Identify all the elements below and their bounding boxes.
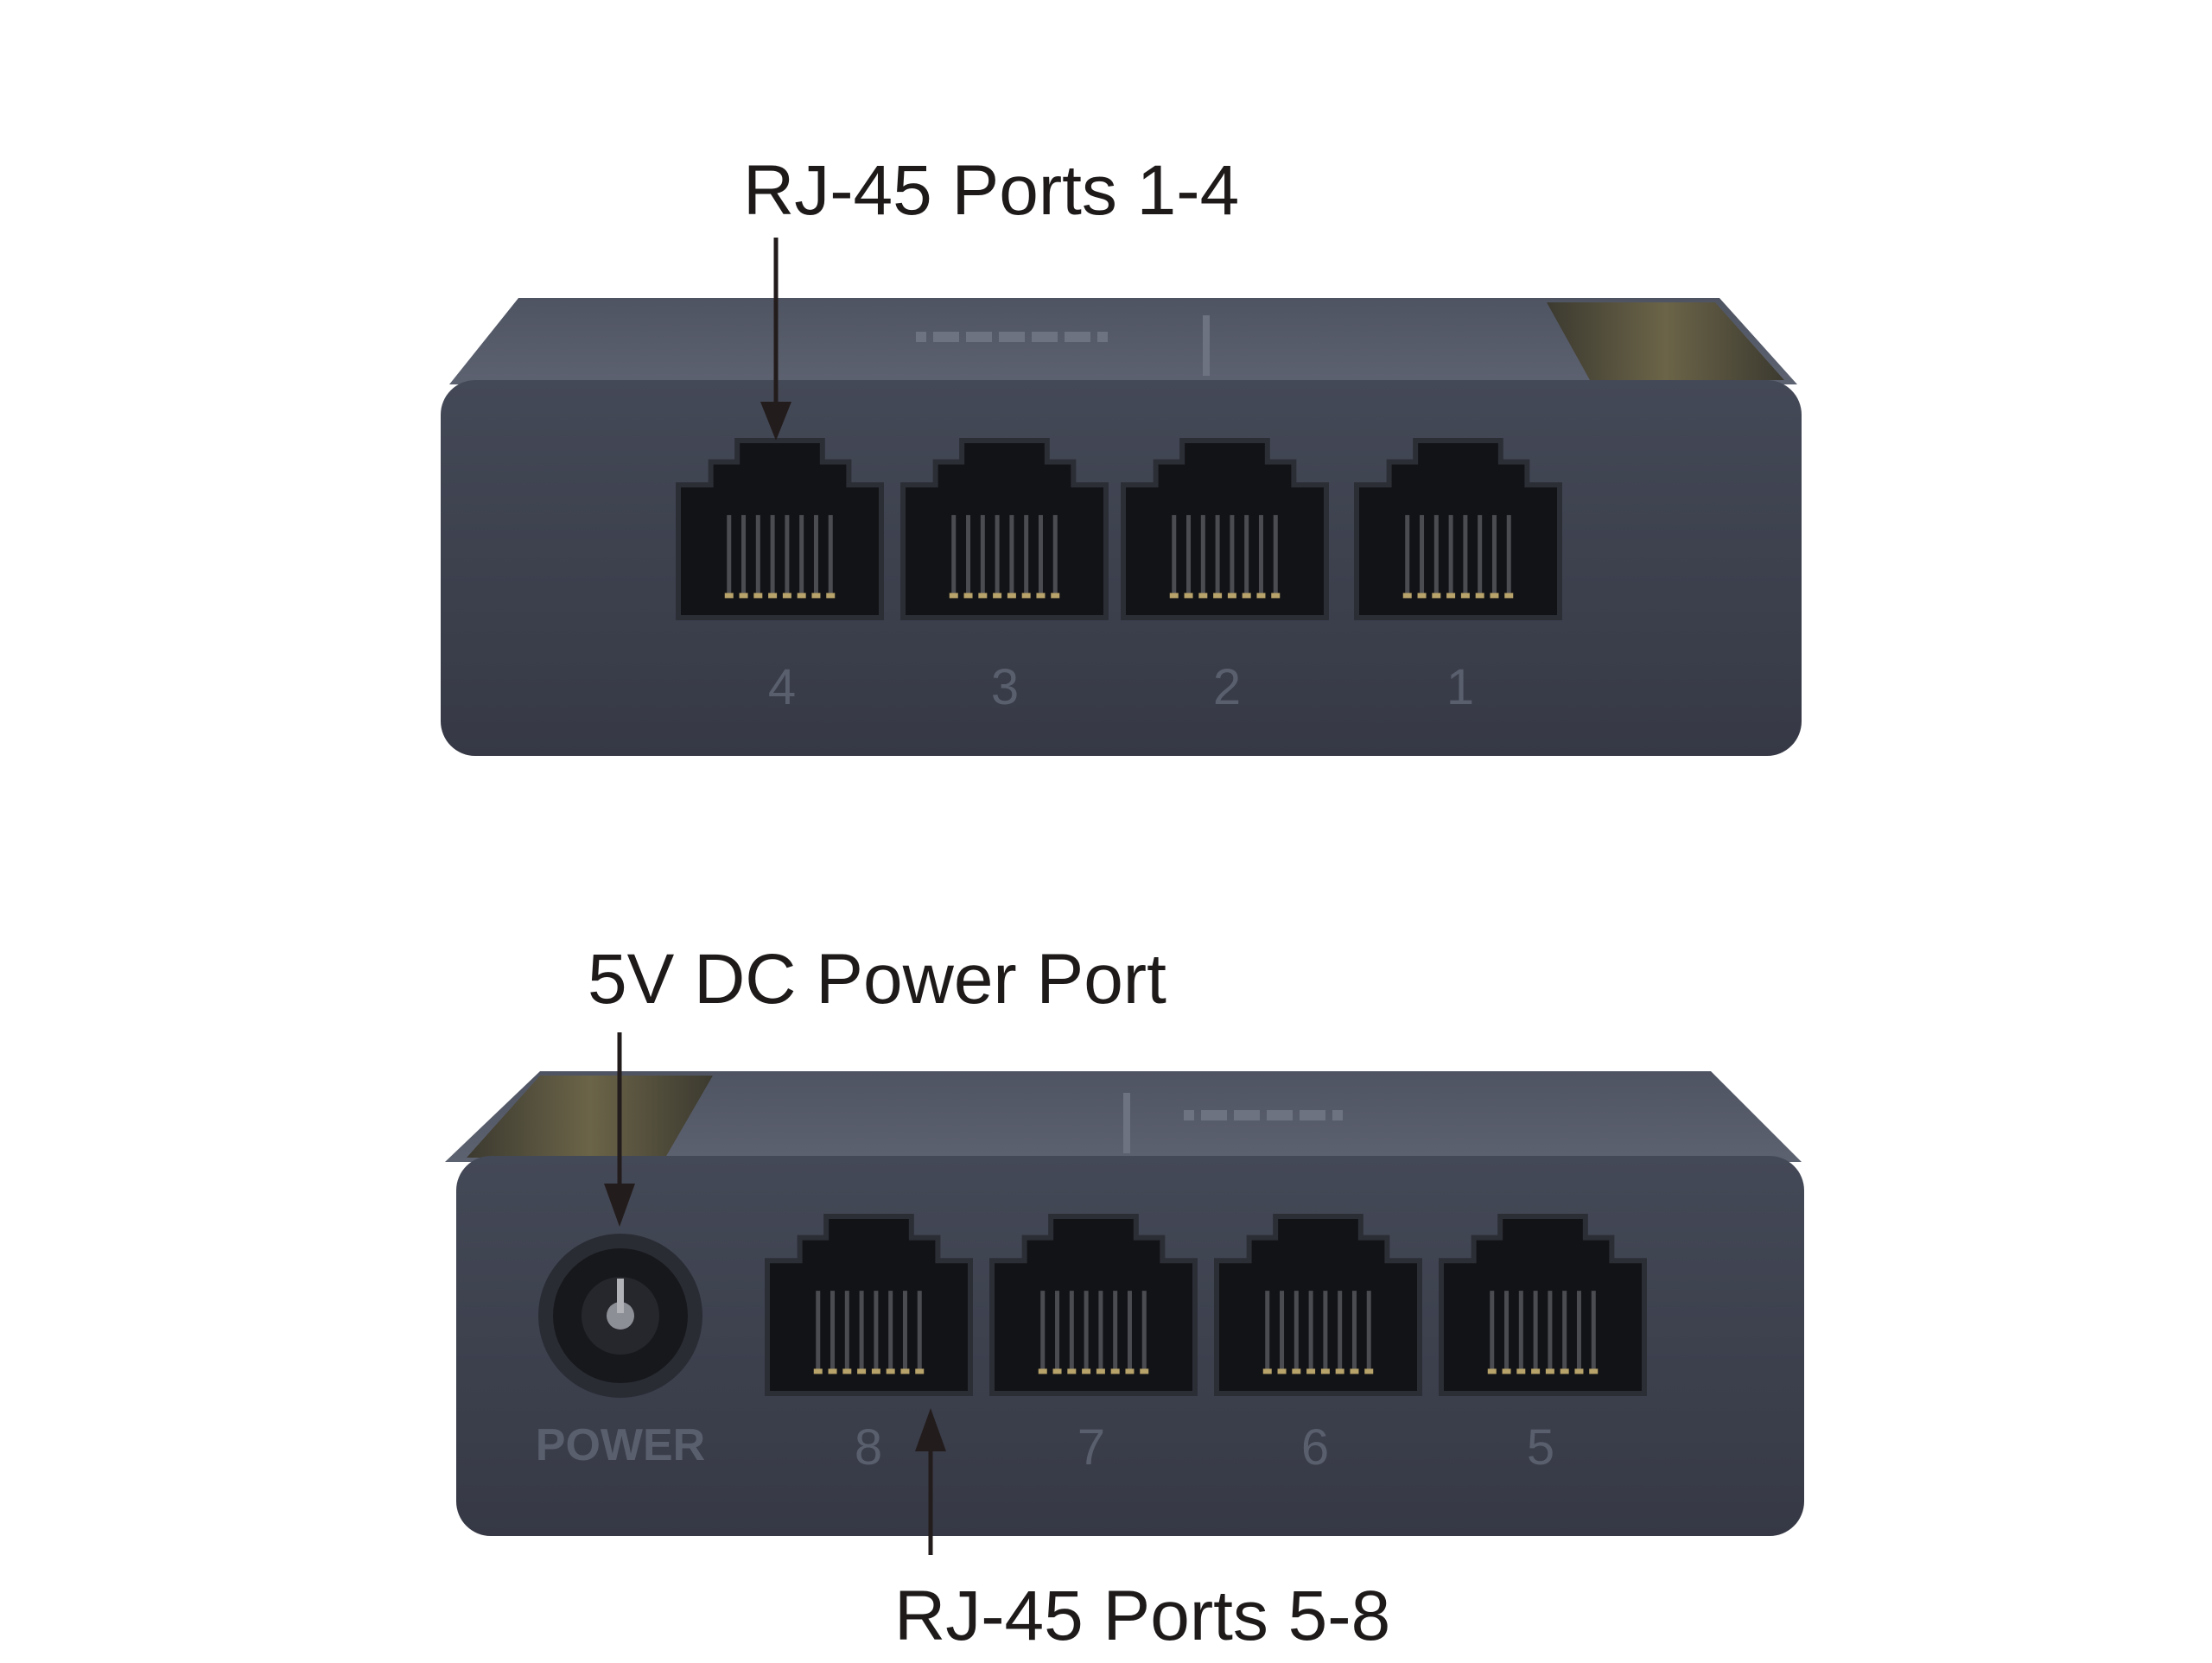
arrow-power-port-head xyxy=(604,1184,635,1227)
bottom-switch-view: POWER 8 7 6 5 xyxy=(445,1071,1804,1536)
callout-arrows xyxy=(604,238,946,1555)
arrow-ports-5-8-head xyxy=(915,1408,946,1451)
bottom-led-strip xyxy=(467,1076,713,1158)
rj45-port-5 xyxy=(1439,1214,1647,1396)
power-label: POWER xyxy=(536,1420,705,1470)
port-number-1: 1 xyxy=(1446,659,1474,715)
port-number-7: 7 xyxy=(1077,1419,1105,1476)
label-rj45-ports-1-4: RJ-45 Ports 1-4 xyxy=(743,151,1240,230)
top-ports-group xyxy=(676,438,1562,620)
rj45-port-2 xyxy=(1121,438,1329,620)
label-rj45-ports-5-8: RJ-45 Ports 5-8 xyxy=(894,1577,1391,1655)
power-jack xyxy=(538,1234,702,1398)
rj45-port-1 xyxy=(1354,438,1562,620)
rj45-port-8 xyxy=(765,1214,973,1396)
top-switch-view: 4 3 2 1 xyxy=(441,298,1802,756)
label-power-port: 5V DC Power Port xyxy=(588,940,1166,1019)
top-logo-mark xyxy=(916,315,1210,376)
rj45-port-4 xyxy=(676,438,884,620)
top-switch-lid xyxy=(449,298,1797,384)
port-number-2: 2 xyxy=(1213,659,1241,715)
rj45-port-6 xyxy=(1214,1214,1422,1396)
arrow-ports-1-4-head xyxy=(760,402,791,441)
bottom-logo-mark xyxy=(1123,1093,1343,1153)
port-number-5: 5 xyxy=(1527,1419,1554,1476)
rj45-port-3 xyxy=(900,438,1109,620)
top-led-strip xyxy=(1547,302,1784,380)
rj45-port-7 xyxy=(989,1214,1198,1396)
port-number-3: 3 xyxy=(991,659,1019,715)
port-number-4: 4 xyxy=(768,659,796,715)
port-number-6: 6 xyxy=(1301,1419,1329,1476)
port-number-8: 8 xyxy=(855,1419,882,1476)
bottom-ports-group xyxy=(765,1214,1647,1396)
